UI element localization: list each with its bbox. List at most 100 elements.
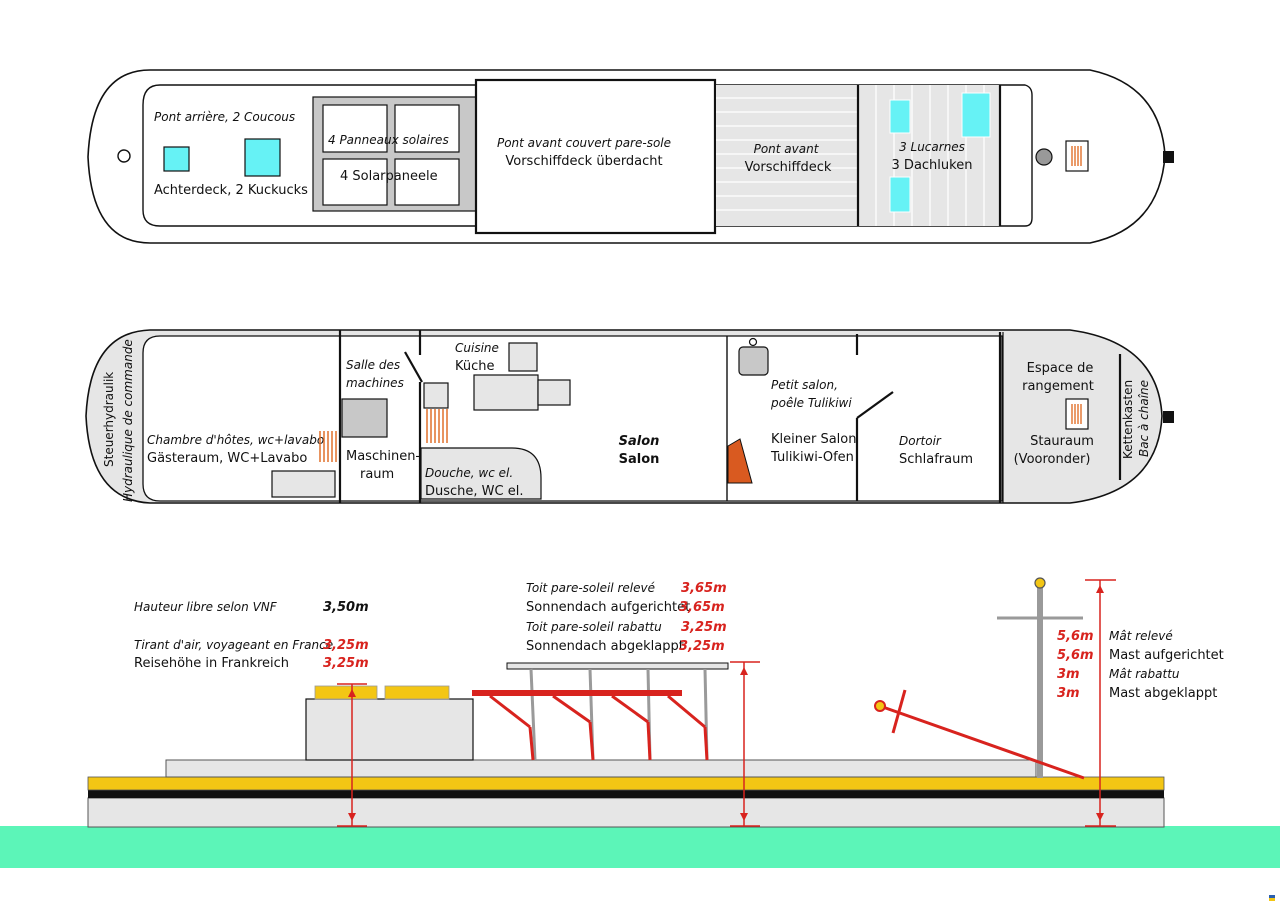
shower-label-fr: Douche, wc el. xyxy=(425,466,513,480)
hatches-label-fr: 3 Lucarnes xyxy=(899,140,965,154)
stern-porthole xyxy=(117,149,131,163)
mast-up-value-fr: 5,6m xyxy=(1057,629,1094,644)
storage-label-de-1: Stauraum xyxy=(1030,434,1094,449)
bow-bollard xyxy=(1035,148,1053,166)
solar-panel-1 xyxy=(322,104,388,153)
mast-raised xyxy=(1037,586,1043,778)
solar-side-2 xyxy=(384,685,450,700)
bow-tip-plan xyxy=(1163,411,1174,423)
chain-label-de: Kettenkasten xyxy=(1121,380,1135,459)
solar-panel-4 xyxy=(394,158,460,206)
sunroof-red-struts xyxy=(489,694,709,761)
storage-label-fr-2: rangement xyxy=(1022,379,1094,394)
mast-down-value-fr: 3m xyxy=(1057,667,1080,682)
skylight-3 xyxy=(889,176,911,213)
vnf-label: Hauteur libre selon VNF xyxy=(134,600,278,614)
aft-deck-label-de: Achterdeck, 2 Kuckucks xyxy=(154,183,308,198)
foredeck-label-fr: Pont avant xyxy=(754,142,820,156)
guest-label-fr: Chambre d'hôtes, wc+lavabo xyxy=(147,433,324,447)
mast-up-label-de: Mast aufgerichtet xyxy=(1109,648,1224,663)
foredeck-label-de: Vorschiffdeck xyxy=(745,160,832,175)
kitchen-sink xyxy=(508,342,538,372)
mast-down-label-de: Mast abgeklappt xyxy=(1109,686,1217,701)
floor-plan: Steuerhydraulik Hydraulique de commande … xyxy=(85,329,1174,504)
stove-box xyxy=(738,346,769,376)
engine-block xyxy=(341,398,388,438)
guest-bed xyxy=(271,470,336,498)
airdraft-value-fr: 3,25m xyxy=(323,638,369,653)
bow-tip-top xyxy=(1163,151,1174,163)
sunroof-up-label-de: Sonnendach aufgerichtet xyxy=(526,600,690,615)
mast-top-light xyxy=(1034,577,1046,589)
sunroof-down-label-fr: Toit pare-soleil rabattu xyxy=(526,620,662,634)
small-salon-label-fr-1: Petit salon, xyxy=(771,378,838,392)
kitchen-label-fr: Cuisine xyxy=(455,341,499,355)
airdraft-label-fr: Tirant d'air, voyageant en France xyxy=(134,638,333,652)
dorm-label-fr: Dortoir xyxy=(899,434,942,448)
stove-pipe xyxy=(748,337,758,347)
salon-label-fr: Salon xyxy=(619,434,660,449)
stove-shape xyxy=(727,438,753,484)
wheelhouse xyxy=(305,698,474,761)
small-salon-label-fr-2: poêle Tulikiwi xyxy=(770,396,852,410)
chain-label-fr: Bac à chaîne xyxy=(1137,380,1151,457)
guest-label-de: Gästeraum, WC+Lavabo xyxy=(147,451,307,466)
covered-deck xyxy=(474,78,717,235)
top-view: Pont arrière, 2 Coucous Achterdeck, 2 Ku… xyxy=(87,69,1174,244)
mast-up-label-fr: Mât relevé xyxy=(1109,629,1173,643)
kitchen-counter xyxy=(473,374,539,411)
sunroof-up-label-fr: Toit pare-soleil relevé xyxy=(526,581,655,595)
engine-label-de-1: Maschinen- xyxy=(346,449,420,464)
foredeck xyxy=(716,85,858,226)
solar-panel-2 xyxy=(394,104,460,153)
side-view: Hauteur libre selon VNF 3,50m Tirant d'a… xyxy=(0,577,1280,868)
coaming xyxy=(165,759,1037,778)
skylight-1 xyxy=(889,99,911,134)
rub-rail-black xyxy=(88,790,1164,798)
cuckoo-hatch-left xyxy=(163,146,190,172)
mast-down-label-fr: Mât rabattu xyxy=(1109,667,1180,681)
covered-deck-label-de: Vorschiffdeck überdacht xyxy=(505,154,662,169)
mast-up-value-de: 5,6m xyxy=(1057,648,1094,663)
salon-label-de: Salon xyxy=(619,452,660,467)
solar-panel-3 xyxy=(322,158,388,206)
airdraft-label-de: Reisehöhe in Frankreich xyxy=(134,656,289,671)
skylight-2 xyxy=(961,92,991,138)
small-salon-label-de-2: Tulikiwi-Ofen xyxy=(770,450,854,465)
sunroof-down-value-fr: 3,25m xyxy=(681,620,727,635)
shower-room xyxy=(420,447,542,500)
sunroof-down-value-de: 3,25m xyxy=(679,639,725,654)
hydraulic-label-de: Steuerhydraulik xyxy=(102,372,116,467)
sunroof-raised xyxy=(506,662,729,670)
interior-plan xyxy=(142,335,1003,502)
mast-lowered-light xyxy=(874,700,886,712)
kitchen-label-de: Küche xyxy=(455,359,495,374)
deck-yellow-band xyxy=(87,776,1165,791)
mast-down-value-de: 3m xyxy=(1057,686,1080,701)
aft-deck-label-fr: Pont arrière, 2 Coucous xyxy=(154,110,295,124)
hydraulic-label-fr: Hydraulique de commande xyxy=(121,339,135,502)
dorm-label-de: Schlafraum xyxy=(899,452,973,467)
solar-label-fr: 4 Panneaux solaires xyxy=(328,133,449,147)
engine-label-fr-2: machines xyxy=(346,376,404,390)
kitchen-stove xyxy=(537,379,571,406)
sunroof-up-value-de: 3,65m xyxy=(679,600,725,615)
mast-lowered-crossbar xyxy=(891,689,907,734)
water xyxy=(0,826,1280,868)
engine-label-fr-1: Salle des xyxy=(346,358,400,372)
sunroof-up-value-fr: 3,65m xyxy=(681,581,727,596)
storage-label-de-2: (Vooronder) xyxy=(1014,452,1091,467)
cuckoo-hatch-right xyxy=(244,138,281,177)
airdraft-value-de: 3,25m xyxy=(323,656,369,671)
sunroof-lowered xyxy=(472,690,682,696)
covered-deck-label-fr: Pont avant couvert pare-sole xyxy=(497,136,671,150)
guest-heater xyxy=(319,431,337,462)
deck-outline-top xyxy=(142,84,1033,227)
bow-chain-box xyxy=(1065,140,1089,172)
sunroof-posts xyxy=(529,668,709,761)
hull-lower xyxy=(87,797,1165,828)
kitchen-box-small xyxy=(423,382,449,409)
solar-side-1 xyxy=(314,685,378,700)
vnf-value: 3,50m xyxy=(323,600,369,615)
